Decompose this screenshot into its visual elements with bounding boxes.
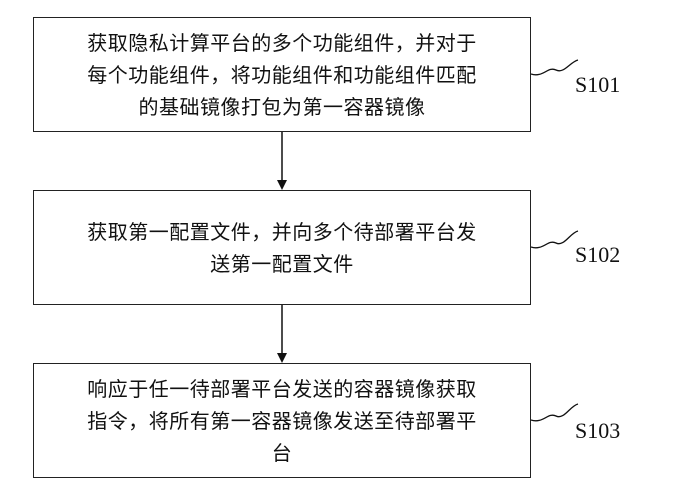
step-label-s101: S101: [575, 72, 621, 97]
step-text-line: 台: [271, 440, 293, 465]
step-label-s102: S102: [575, 242, 621, 267]
step-text-line: 获取第一配置文件，并向多个待部署平台发: [87, 219, 477, 244]
leader-curve-s102: [530, 230, 579, 249]
step-box-s101: 获取隐私计算平台的多个功能组件，并对于 每个功能组件，将功能组件和功能组件匹配 …: [33, 17, 531, 132]
step-text-line: 送第一配置文件: [210, 251, 354, 276]
step-label-s103: S103: [575, 418, 621, 443]
step-text-line: 每个功能组件，将功能组件和功能组件匹配: [87, 62, 477, 87]
step-text-line: 响应于任一待部署平台发送的容器镜像获取: [87, 376, 477, 401]
leader-curve-s101: [530, 59, 579, 76]
step-box-s102: 获取第一配置文件，并向多个待部署平台发 送第一配置文件: [33, 190, 531, 305]
step-text-line: 获取隐私计算平台的多个功能组件，并对于: [87, 30, 477, 55]
step-text-line: 指令，将所有第一容器镜像发送至待部署平: [87, 408, 477, 433]
leader-curve-s103: [530, 403, 579, 422]
step-text-line: 的基础镜像打包为第一容器镜像: [138, 94, 426, 119]
step-box-s103: 响应于任一待部署平台发送的容器镜像获取 指令，将所有第一容器镜像发送至待部署平 …: [33, 363, 531, 478]
